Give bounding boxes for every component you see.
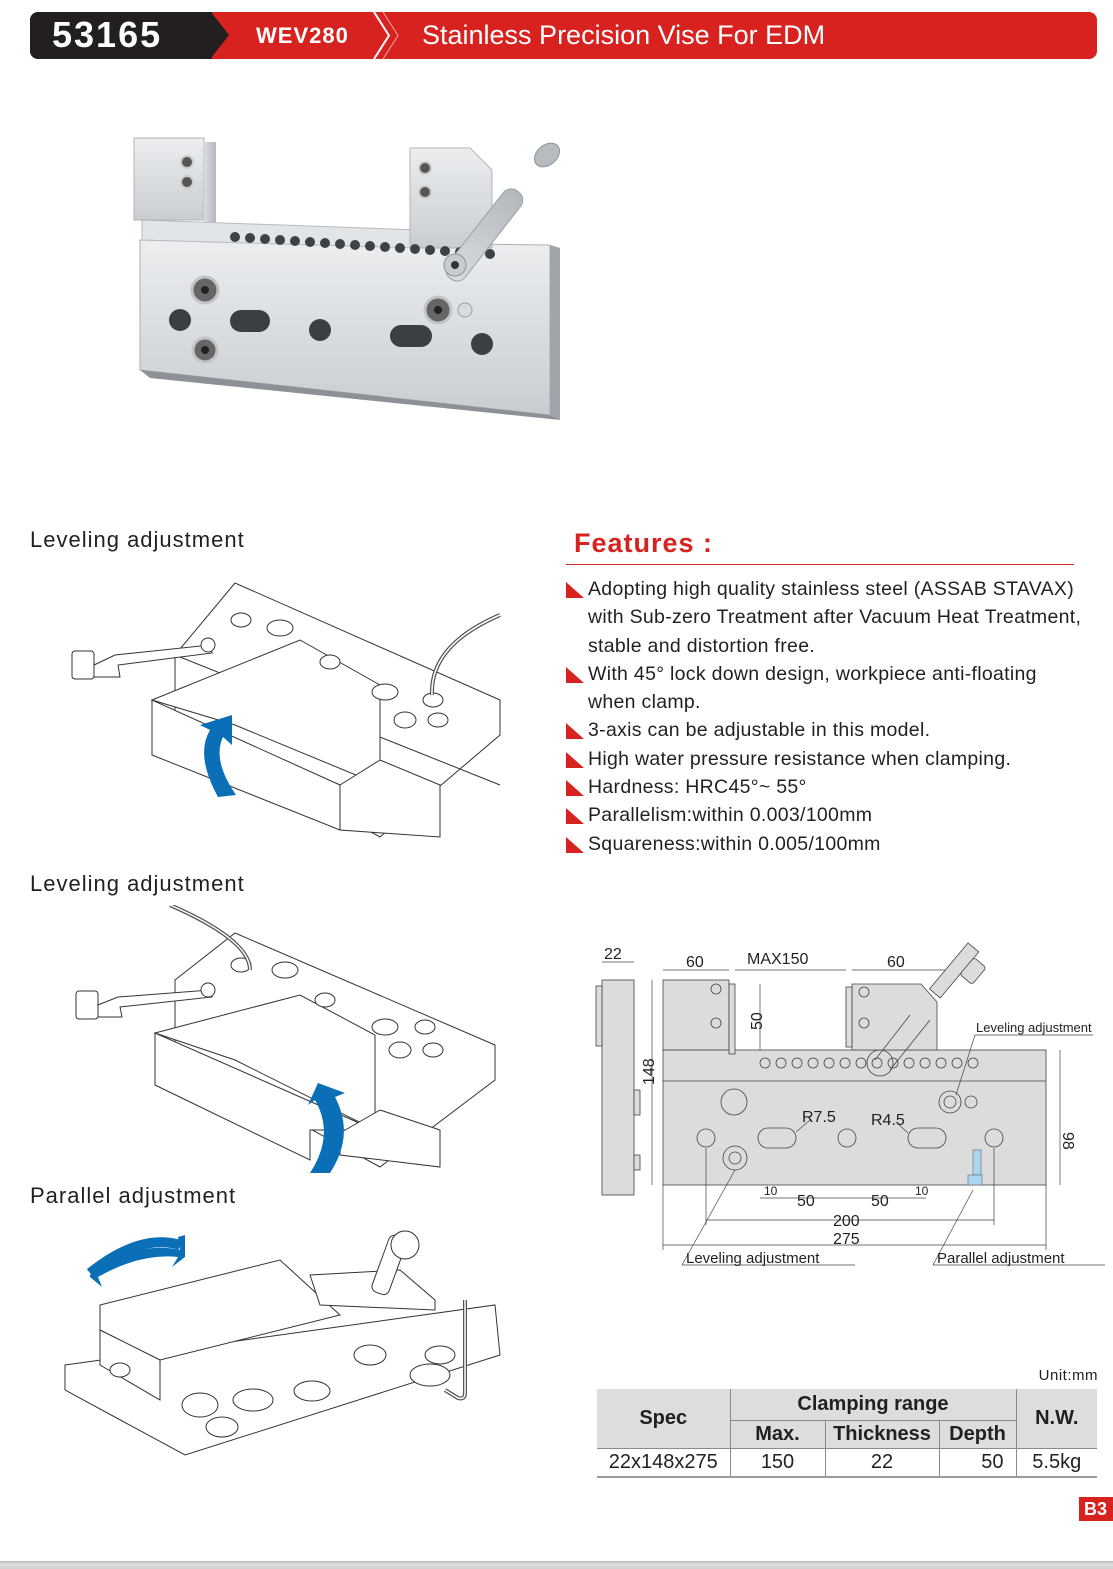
dim-radius-small: R4.5 (871, 1112, 905, 1129)
model-number: WEV280 (256, 23, 349, 48)
cell-thickness: 22 (824, 1447, 939, 1478)
feature-item: High water pressure resistance when clam… (566, 745, 1086, 773)
parallel-illustration (64, 1230, 501, 1456)
side-view (601, 979, 635, 1196)
cell-spec: 22x148x275 (597, 1447, 730, 1478)
title-banner: 53165 WEV280 Stainless Precision Vise Fo… (30, 12, 1097, 59)
cell-max: 150 (729, 1447, 825, 1478)
triangle-bullet-icon (566, 582, 584, 598)
header-clamping-range: Clamping range (729, 1389, 1016, 1420)
features-divider (566, 564, 1074, 565)
triangle-bullet-icon (566, 666, 584, 683)
dim-radius-large: R7.5 (802, 1109, 836, 1126)
banner-code-block (30, 12, 212, 59)
product-title: Stainless Precision Vise For EDM (422, 20, 826, 50)
curved-arrow-sideways-icon (90, 1235, 185, 1287)
curved-arrow-up-icon (308, 1083, 345, 1173)
feature-item: 3-axis can be adjustable in this model. (566, 716, 1086, 744)
bottom-divider (0, 1561, 1113, 1569)
triangle-bullet-icon (566, 723, 584, 740)
illustration-label-leveling-1: Leveling adjustment (30, 527, 245, 552)
feature-item: Adopting high quality stainless steel (A… (566, 575, 1086, 660)
triangle-bullet-icon (566, 751, 584, 768)
product-photo (133, 137, 561, 420)
header-spec: Spec (597, 1389, 730, 1448)
dim-spacing-right: 50 (871, 1193, 889, 1210)
dim-thickness: 22 (604, 946, 622, 963)
dim-total-length: 275 (833, 1231, 860, 1248)
curved-arrow-up-icon (200, 715, 236, 797)
dim-slot-right: 10 (915, 1184, 929, 1198)
spec-table: Spec Clamping range N.W. Max. Thickness … (597, 1389, 1097, 1478)
leveling-illustration-1 (71, 582, 501, 838)
feature-item: Parallelism:within 0.003/100mm (566, 801, 1086, 829)
dim-jaw-right: 60 (887, 954, 905, 971)
unit-label: Unit:mm (1038, 1367, 1098, 1384)
illustration-label-parallel: Parallel adjustment (30, 1183, 237, 1208)
page-badge: B3 (1079, 1497, 1113, 1521)
dim-hole-span: 200 (833, 1213, 860, 1230)
table-row: 22x148x275 150 22 50 5.5kg (597, 1447, 1097, 1478)
technical-drawing: 22 60 MAX150 60 50 148 98 R7.5 R4.5 10 5… (595, 942, 1105, 1267)
callout-leveling-bottom: Leveling adjustment (686, 1250, 820, 1267)
dim-body-height: 98 (1059, 1132, 1076, 1150)
cell-nw: 5.5kg (1015, 1447, 1097, 1478)
header-thickness: Thickness (824, 1419, 939, 1448)
dim-jaw-height: 50 (749, 1012, 766, 1030)
feature-item: Squareness:within 0.005/100mm (566, 830, 1086, 858)
dim-max-opening: MAX150 (747, 951, 808, 968)
parallel-pin (972, 1149, 982, 1176)
triangle-bullet-icon (566, 808, 584, 825)
cell-depth: 50 (938, 1447, 1016, 1478)
feature-item: Hardness: HRC45°~ 55° (566, 773, 1086, 801)
header-depth: Depth (938, 1419, 1016, 1448)
callout-leveling-top: Leveling adjustment (976, 1020, 1092, 1035)
triangle-bullet-icon (566, 780, 584, 797)
double-chevron-icon (373, 12, 399, 59)
feature-item: With 45° lock down design, workpiece ant… (566, 660, 1086, 717)
product-code: 53165 (52, 14, 163, 55)
dim-spacing-left: 50 (797, 1193, 815, 1210)
header-max: Max. (729, 1419, 825, 1448)
front-body (662, 1049, 1047, 1186)
illustration-label-leveling-2: Leveling adjustment (30, 871, 245, 896)
dim-jaw-left: 60 (686, 954, 704, 971)
dim-total-height: 148 (641, 1058, 658, 1085)
features-heading: Features : (574, 528, 714, 558)
triangle-bullet-icon (566, 836, 584, 853)
callout-parallel: Parallel adjustment (937, 1250, 1065, 1267)
banner-arrow (211, 12, 229, 58)
features-list: Adopting high quality stainless steel (A… (566, 575, 1086, 858)
header-nw: N.W. (1015, 1389, 1097, 1448)
dim-slot-left: 10 (764, 1184, 778, 1198)
leveling-illustration-2 (75, 905, 496, 1173)
